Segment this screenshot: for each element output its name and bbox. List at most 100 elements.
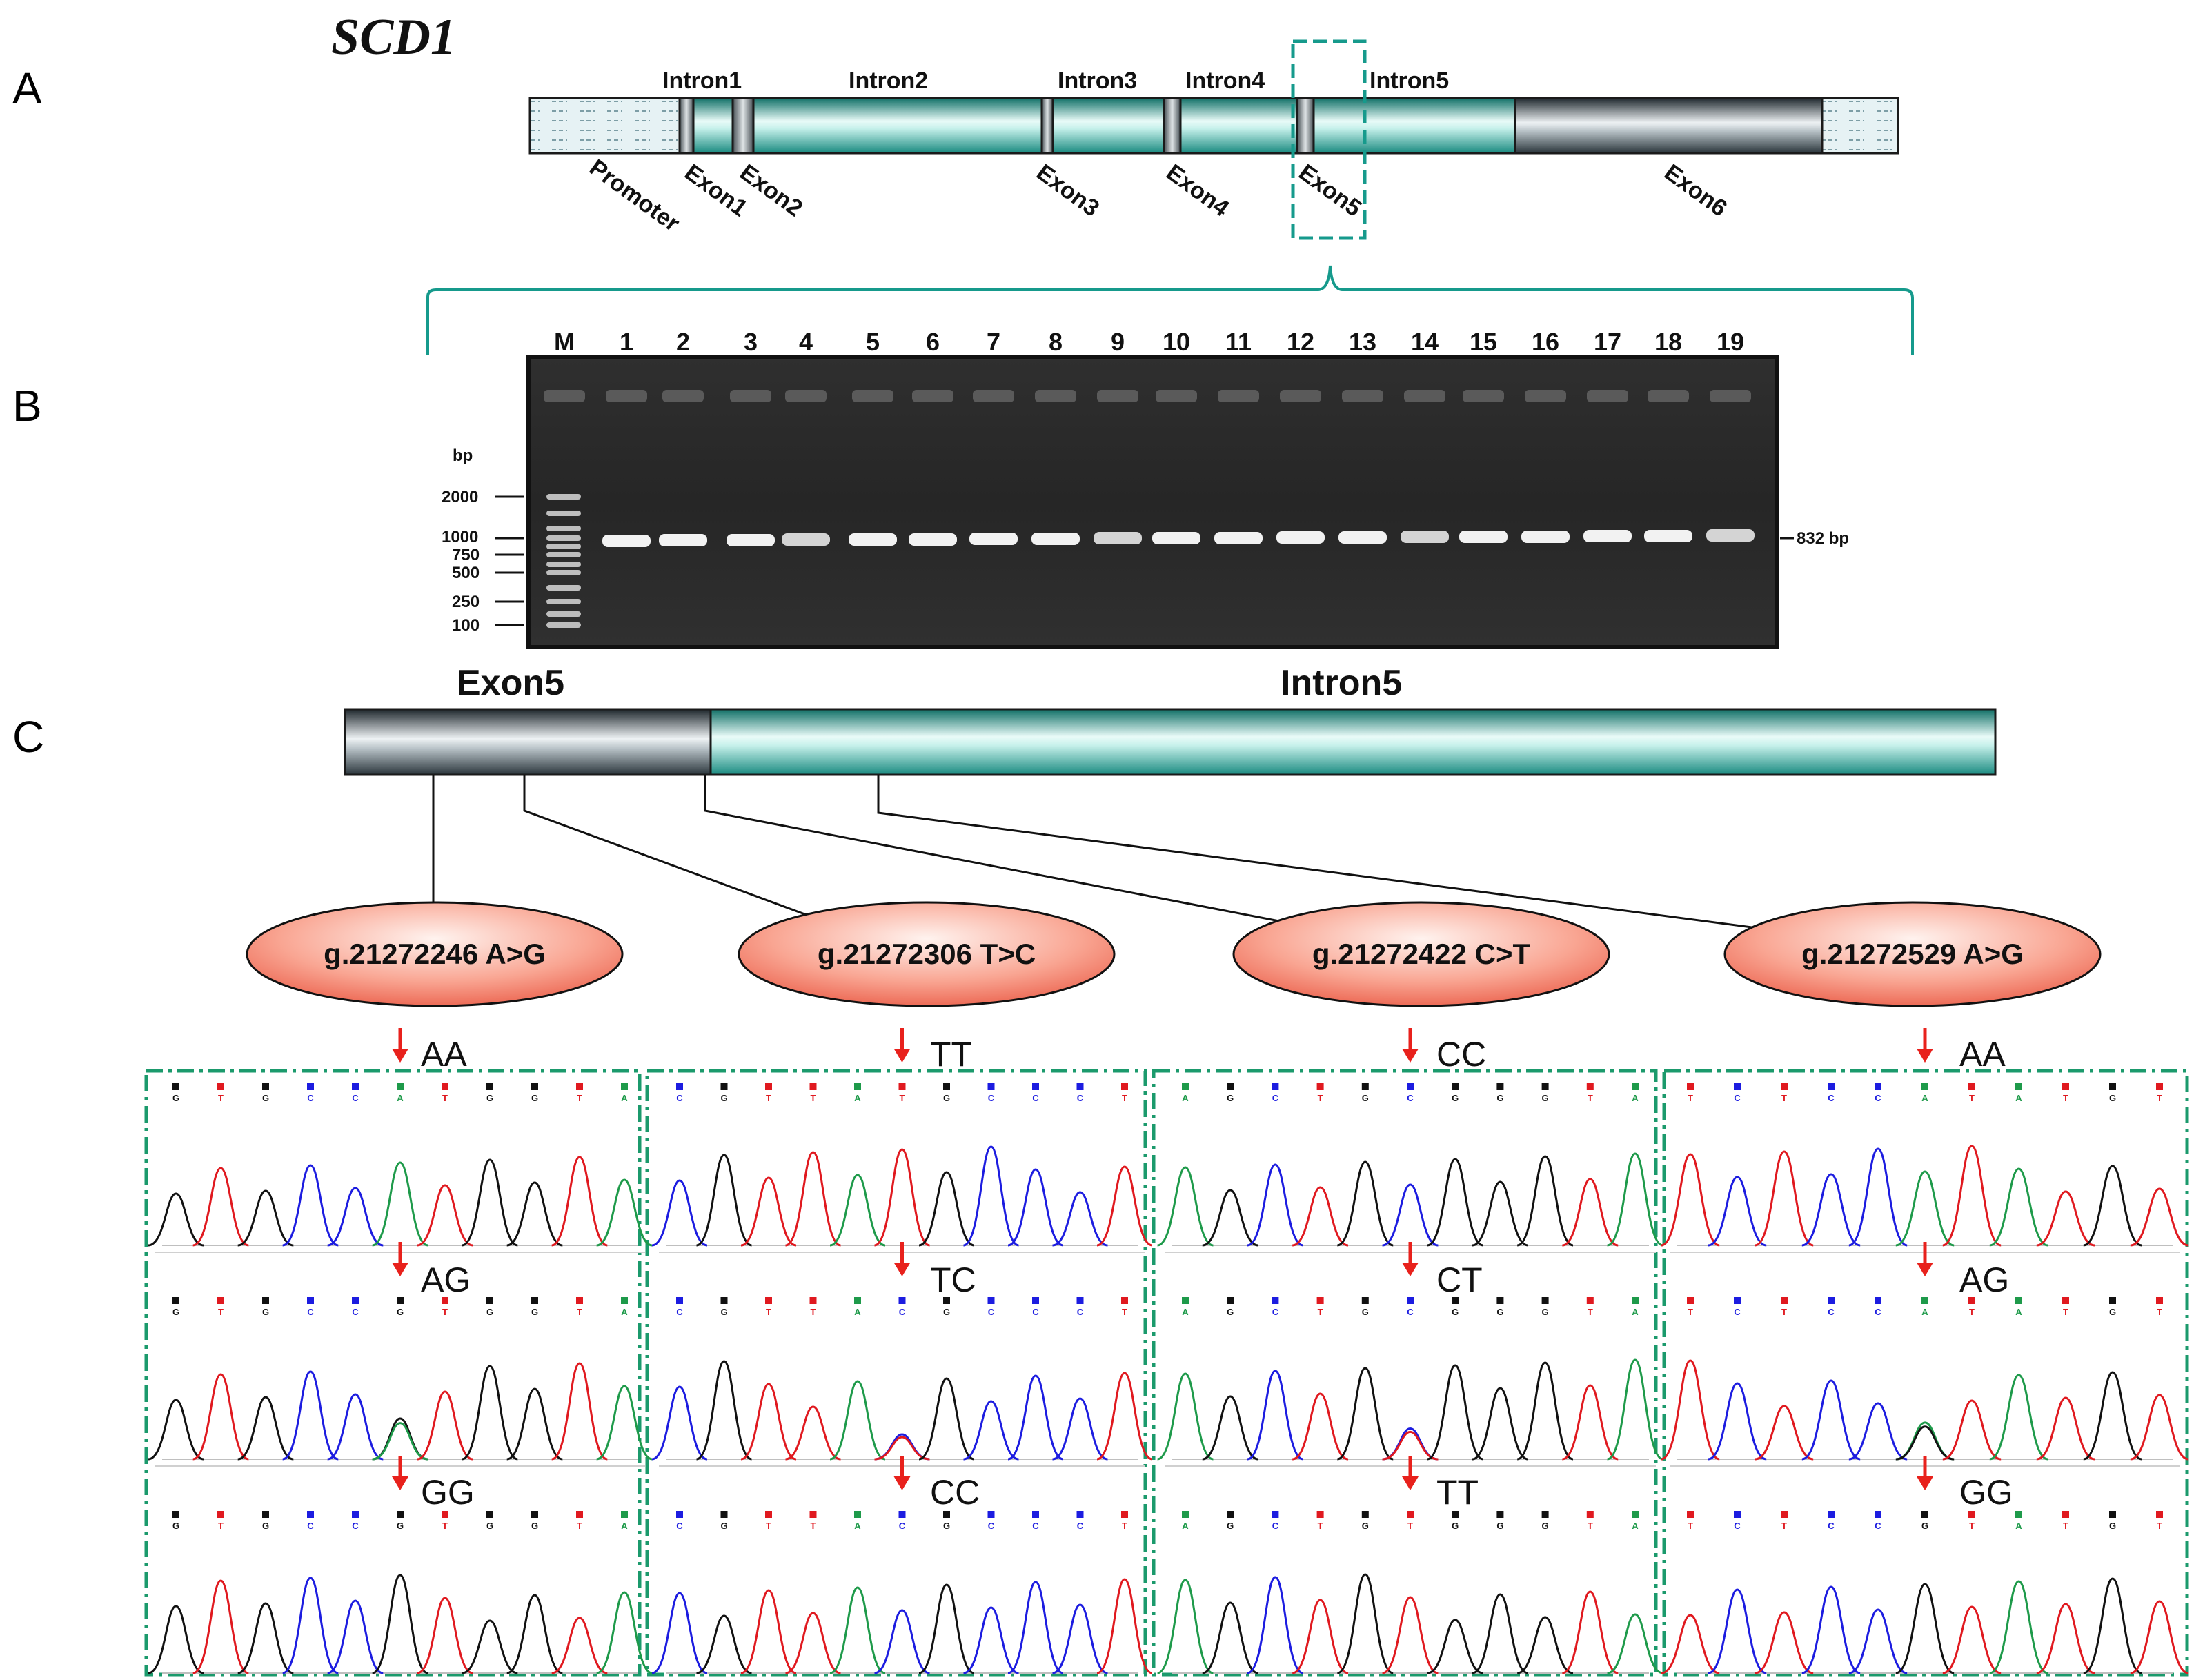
trace-peak: [1427, 1364, 1484, 1461]
base-call-letter: G: [1542, 1093, 1549, 1103]
trace-peak: [2036, 1603, 2095, 1674]
trace-peak: [551, 1156, 608, 1247]
base-call-marker: [1781, 1297, 1788, 1304]
base-call-letter: C: [307, 1093, 314, 1103]
gel-well: [730, 390, 771, 402]
base-call-marker: [1734, 1083, 1741, 1090]
base-call-letter: C: [1077, 1093, 1084, 1103]
base-call-marker: [765, 1297, 772, 1304]
lane-label: 15: [1470, 328, 1497, 356]
base-call-marker: [442, 1083, 448, 1090]
base-call-letter: G: [486, 1521, 493, 1531]
base-call-marker: [217, 1297, 224, 1304]
gel-well: [912, 390, 953, 402]
trace-peak: [1292, 1392, 1349, 1461]
base-call-letter: A: [854, 1521, 861, 1531]
base-call-marker: [576, 1297, 583, 1304]
exon2-block: [731, 97, 755, 155]
base-call-letter: G: [1496, 1307, 1503, 1317]
trace-peak-secondary: [372, 1422, 428, 1461]
base-call-letter: A: [1632, 1093, 1639, 1103]
trace-peak: [785, 1612, 841, 1674]
base-call-letter: T: [1781, 1093, 1787, 1103]
base-call-marker: [1541, 1297, 1549, 1304]
base-call-letter: G: [486, 1093, 493, 1103]
lane-label: 17: [1594, 328, 1621, 356]
base-call-letter: G: [2109, 1521, 2116, 1531]
base-call-letter: G: [1496, 1093, 1503, 1103]
base-call-letter: G: [1542, 1307, 1549, 1317]
base-call-marker: [1227, 1083, 1234, 1090]
exon2-label: Exon2: [735, 159, 807, 222]
base-call-letter: G: [1921, 1521, 1928, 1531]
base-call-letter: C: [676, 1093, 683, 1103]
base-call-marker: [442, 1511, 448, 1518]
base-call-marker: [2015, 1511, 2022, 1518]
base-call-marker: [307, 1083, 314, 1090]
genotype-label: CC: [1436, 1035, 1486, 1074]
base-call-marker: [1121, 1297, 1128, 1304]
trace-peak: [1516, 1155, 1574, 1247]
base-call-marker: [2109, 1083, 2116, 1090]
base-call-marker: [1586, 1511, 1594, 1518]
trace-peak: [695, 1360, 753, 1461]
trace-peak: [282, 1577, 339, 1674]
lane-label: 8: [1049, 328, 1063, 356]
base-call-letter: T: [442, 1521, 448, 1531]
base-call-letter: C: [1875, 1307, 1881, 1317]
base-call-marker: [397, 1297, 404, 1304]
trace-peak: [1202, 1601, 1259, 1674]
genotype-label: TT: [930, 1035, 972, 1074]
base-call-marker: [307, 1297, 314, 1304]
base-call-letter: G: [1452, 1093, 1459, 1103]
base-call-marker: [809, 1083, 817, 1090]
connector-line: [523, 775, 815, 919]
trace-peak: [1607, 1152, 1663, 1247]
trace-peak: [963, 1606, 1019, 1674]
base-call-letter: T: [1588, 1307, 1593, 1317]
base-call-letter: T: [811, 1307, 816, 1317]
zoom-bracket: [426, 265, 1914, 355]
gel-well: [544, 390, 585, 402]
arrow-head-icon: [1917, 1263, 1933, 1276]
trace-peak: [696, 1154, 752, 1247]
snp-3-label: g.21272422 C>T: [1312, 938, 1531, 970]
arrow-head-icon: [1402, 1476, 1419, 1490]
genotype-label: AG: [1959, 1261, 2009, 1299]
base-call-marker: [1076, 1297, 1084, 1304]
trace-peak: [740, 1589, 797, 1674]
exon4-label: Exon4: [1161, 159, 1234, 222]
base-call-marker: [262, 1083, 269, 1090]
trace-peak: [1801, 1173, 1861, 1247]
base-call-letter: T: [218, 1521, 224, 1531]
ladder-band: [546, 570, 581, 575]
arrow-head-icon: [392, 1263, 408, 1276]
trace-peak: [1755, 1611, 1814, 1674]
lane-label: 1: [620, 328, 633, 356]
base-call-letter: T: [2157, 1521, 2162, 1531]
base-call-letter: G: [262, 1307, 269, 1317]
bp-unit-label: bp: [453, 446, 473, 465]
trace-peak: [963, 1400, 1019, 1461]
trace-peak: [1202, 1189, 1258, 1247]
base-call-marker: [854, 1297, 861, 1304]
trace-peak: [1895, 1170, 1955, 1247]
base-call-letter: C: [307, 1307, 314, 1317]
base-call-marker: [2156, 1297, 2163, 1304]
base-call-letter: T: [1122, 1521, 1127, 1531]
base-call-marker: [720, 1511, 728, 1518]
base-call-marker: [1032, 1083, 1039, 1090]
pcr-band: [1459, 531, 1508, 543]
base-call-marker: [1032, 1297, 1039, 1304]
pcr-band: [1401, 531, 1449, 543]
trace-peak: [829, 1380, 886, 1461]
trace-peak: [372, 1161, 428, 1247]
base-call-marker: [1272, 1511, 1279, 1518]
base-call-marker: [1361, 1083, 1369, 1090]
base-call-letter: C: [352, 1093, 359, 1103]
base-call-letter: T: [442, 1093, 448, 1103]
trace-peak: [1755, 1150, 1814, 1247]
base-call-letter: G: [1362, 1521, 1369, 1531]
base-call-letter: G: [1227, 1093, 1234, 1103]
base-call-marker: [1875, 1297, 1881, 1304]
